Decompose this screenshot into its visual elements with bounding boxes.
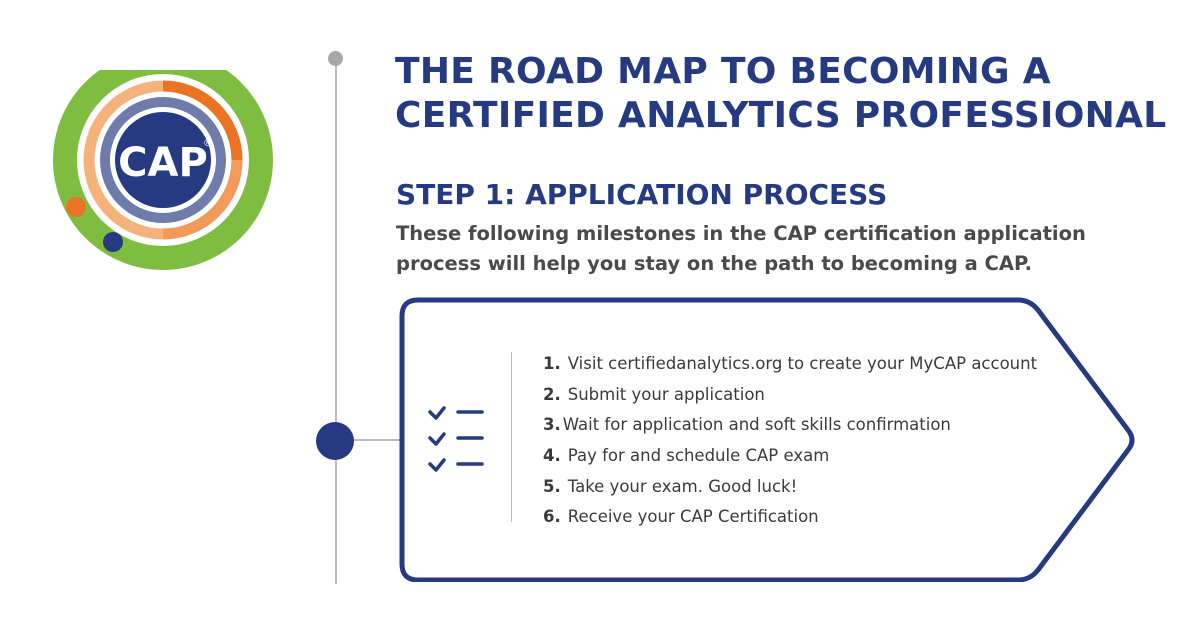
milestone-text: Receive your CAP Certification: [567, 507, 819, 527]
page-title: THE ROAD MAP TO BECOMING A CERTIFIED ANA…: [395, 51, 1167, 136]
checklist-icon: [428, 406, 484, 472]
milestone-list: 1. Visit certifiedanalytics.org to create…: [543, 349, 1037, 533]
registered-mark: ®: [203, 138, 213, 149]
milestone-text: Take your exam. Good luck!: [567, 476, 798, 496]
list-item: 2. Submit your application: [543, 380, 1037, 411]
timeline-step-node: [316, 422, 354, 460]
milestone-number: 4.: [543, 446, 561, 466]
list-divider: [511, 352, 512, 522]
cap-logo: CAP ®: [53, 70, 273, 270]
list-item: 3.Wait for application and soft skills c…: [543, 410, 1037, 441]
logo-text: CAP: [118, 140, 208, 186]
step-title: STEP 1: APPLICATION PROCESS: [396, 178, 888, 211]
milestone-text: Pay for and schedule CAP exam: [567, 446, 830, 466]
step-description: These following milestones in the CAP ce…: [396, 222, 1086, 275]
milestone-number: 5.: [543, 476, 561, 496]
milestone-number: 2.: [543, 384, 561, 404]
list-item: 5. Take your exam. Good luck!: [543, 472, 1037, 503]
timeline-start-dot: [328, 51, 343, 66]
milestone-text: Visit certifiedanalytics.org to create y…: [567, 354, 1038, 373]
milestone-number: 3.: [543, 415, 561, 435]
timeline-line: [335, 58, 337, 584]
list-item: 6. Receive your CAP Certification: [543, 502, 1037, 533]
step-card: [399, 297, 1135, 582]
milestone-text: Wait for application and soft skills con…: [562, 415, 951, 435]
list-item: 1. Visit certifiedanalytics.org to create…: [543, 349, 1037, 380]
timeline-connector: [354, 439, 400, 441]
milestone-text: Submit your application: [567, 384, 765, 404]
milestone-number: 6.: [543, 507, 561, 527]
milestone-number: 1.: [543, 354, 561, 373]
list-item: 4. Pay for and schedule CAP exam: [543, 441, 1037, 472]
